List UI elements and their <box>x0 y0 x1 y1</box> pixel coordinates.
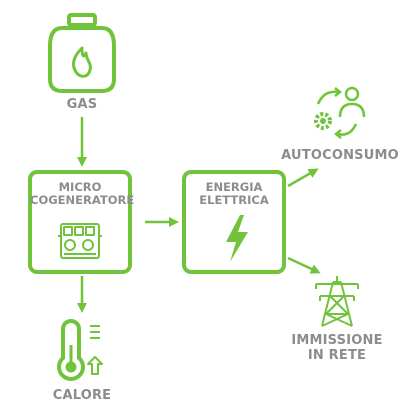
energia-title-line2: ELETTRICA <box>199 193 269 207</box>
immissione-label-line1: IMMISSIONE <box>291 333 383 348</box>
engine-icon <box>58 223 102 259</box>
autoconsumo-label: AUTOCONSUMO <box>281 148 399 163</box>
gas-cylinder-icon <box>48 13 116 93</box>
immissione-label: IMMISSIONE IN RETE <box>282 333 392 363</box>
micro-cogeneratore-box <box>28 170 132 274</box>
person-icon <box>344 86 360 102</box>
arrow-energia-to-immissione <box>287 256 321 274</box>
calore-label: CALORE <box>52 388 112 403</box>
thermometer-icon <box>57 319 103 381</box>
power-pylon-icon <box>315 276 359 327</box>
gear-icon <box>314 112 332 130</box>
arrow-energia-to-autoconsumo <box>287 168 319 188</box>
energia-title-line1: ENERGIA <box>205 180 263 194</box>
micro-title: MICRO COGENERATORE <box>30 180 135 207</box>
gas-label: GAS <box>66 97 98 112</box>
micro-title-line2: COGENERATORE <box>30 193 135 207</box>
lightning-bolt-icon <box>226 215 248 262</box>
energia-title: ENERGIA ELETTRICA <box>184 181 284 207</box>
arrow-up-icon <box>87 356 103 375</box>
self-consumption-icon <box>314 86 366 139</box>
immissione-label-line2: IN RETE <box>307 348 367 363</box>
micro-title-line1: MICRO <box>58 180 102 194</box>
energia-elettrica-box <box>182 170 286 274</box>
